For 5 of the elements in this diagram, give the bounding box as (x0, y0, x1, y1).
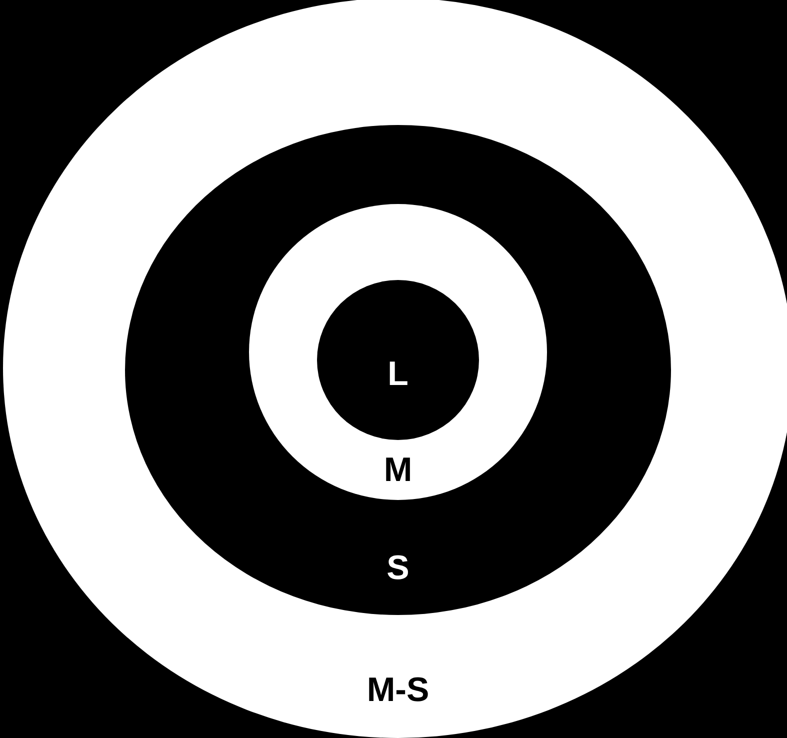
ring-label: M-S (366, 673, 430, 707)
ring-label: S (386, 551, 410, 585)
ring-label: L (388, 357, 408, 391)
ring-label: M (384, 453, 412, 487)
ring (3, 0, 787, 738)
